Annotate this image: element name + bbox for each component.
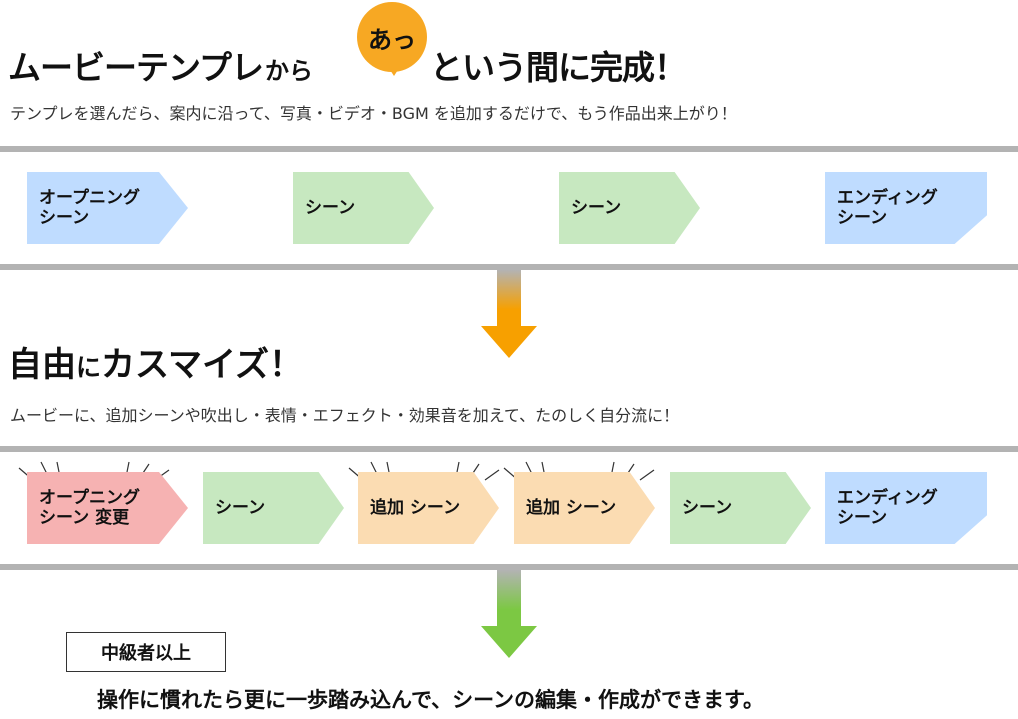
headline-1: ムービーテンプレ から bbox=[8, 44, 317, 88]
level-badge-text: 中級者以上 bbox=[101, 643, 191, 664]
subtitle-1: テンプレを選んだら、案内に沿って、写真・ビデオ・BGM を追加するだけで、もう作… bbox=[10, 104, 737, 123]
headline-1-kara: から bbox=[265, 57, 314, 85]
scene-1[interactable]: シーン bbox=[293, 172, 434, 244]
headline-1-part1: ムービーテンプレ bbox=[8, 48, 264, 87]
speech-bubble-tail bbox=[385, 62, 403, 76]
level-badge: 中級者以上 bbox=[66, 632, 226, 672]
headline-2-part2: カスマイズ！ bbox=[101, 345, 303, 385]
speech-bubble: あっ bbox=[357, 2, 427, 72]
advanced-description: 操作に慣れたら更に一歩踏み込んで、シーンの編集・作成ができます。 bbox=[97, 688, 764, 712]
headline-2-part1: 自由 bbox=[8, 345, 76, 385]
divider-top-2 bbox=[0, 446, 1018, 452]
down-arrow-green-icon bbox=[481, 570, 537, 658]
headline-2: 自由にカスマイズ！ bbox=[8, 343, 303, 390]
scene-added-1[interactable]: 追加 シーン bbox=[358, 472, 499, 544]
scene-added-2[interactable]: 追加 シーン bbox=[514, 472, 655, 544]
subtitle-2: ムービーに、追加シーンや吹出し・表情・エフェクト・効果音を加えて、たのしく自分流… bbox=[10, 406, 680, 425]
scene-label: オープニング シーン 変更 bbox=[39, 488, 140, 528]
scene-label: 追加 シーン bbox=[370, 498, 461, 518]
scene-label: シーン bbox=[682, 498, 733, 518]
scene-2[interactable]: シーン bbox=[670, 472, 811, 544]
headline-1-part2: という間に完成！ bbox=[430, 48, 687, 87]
divider-top-1 bbox=[0, 146, 1018, 152]
scene-label: シーン bbox=[305, 198, 356, 218]
divider-bottom-2 bbox=[0, 564, 1018, 570]
scene-label: オープニング シーン bbox=[39, 188, 140, 228]
divider-bottom-1 bbox=[0, 264, 1018, 270]
scene-ending[interactable]: エンディング シーン bbox=[825, 172, 987, 244]
scene-label: シーン bbox=[571, 198, 622, 218]
scene-opening-changed[interactable]: オープニング シーン 変更 bbox=[27, 472, 188, 544]
scene-ending[interactable]: エンディング シーン bbox=[825, 472, 987, 544]
scene-label: シーン bbox=[215, 498, 266, 518]
scene-label: 追加 シーン bbox=[526, 498, 617, 518]
scene-opening[interactable]: オープニング シーン bbox=[27, 172, 188, 244]
speech-bubble-text: あっ bbox=[368, 25, 416, 54]
scene-label: エンディング シーン bbox=[837, 488, 938, 528]
scene-label: エンディング シーン bbox=[837, 188, 938, 228]
headline-2-ni: に bbox=[76, 353, 102, 382]
scene-1[interactable]: シーン bbox=[203, 472, 344, 544]
scene-2[interactable]: シーン bbox=[559, 172, 700, 244]
down-arrow-orange-icon bbox=[481, 270, 537, 358]
